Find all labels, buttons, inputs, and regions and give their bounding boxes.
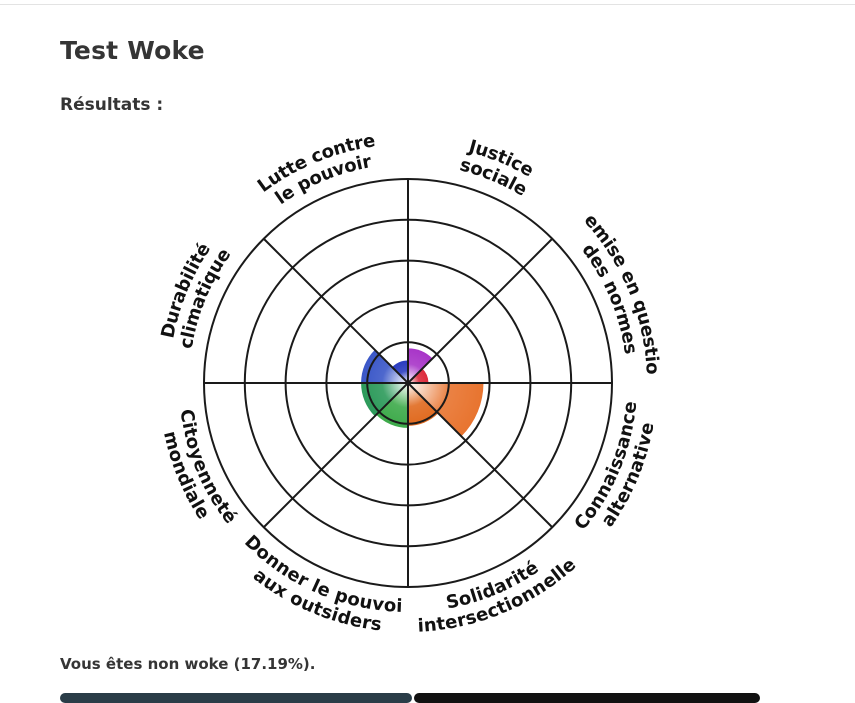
- sector-1: [408, 368, 429, 383]
- share-button[interactable]: [60, 693, 412, 703]
- chart-labels: JusticesocialeRemise en questiondes norm…: [0, 0, 663, 637]
- chart-sectors: [361, 348, 484, 437]
- page-title: Test Woke: [60, 36, 205, 65]
- sector-2: [408, 383, 484, 437]
- sector-5: [361, 383, 408, 417]
- result-text: Vous êtes non woke (17.19%).: [60, 655, 316, 673]
- grid-spoke-7: [263, 238, 409, 384]
- chart-grid: [203, 178, 613, 588]
- sector-6: [361, 349, 408, 383]
- sector-0: [408, 348, 433, 383]
- sector-7: [392, 360, 408, 383]
- results-polar-chart: JusticesocialeRemise en questiondes norm…: [0, 0, 663, 637]
- results-heading: Résultats :: [60, 95, 164, 115]
- grid-spoke-1: [407, 238, 553, 384]
- sector-3: [408, 383, 439, 426]
- retake-button[interactable]: [414, 693, 760, 703]
- grid-spoke-5: [263, 382, 409, 528]
- axis-label-1-line-1: Remise en question: [0, 0, 663, 375]
- grid-spoke-3: [407, 382, 553, 528]
- top-divider: [0, 4, 855, 5]
